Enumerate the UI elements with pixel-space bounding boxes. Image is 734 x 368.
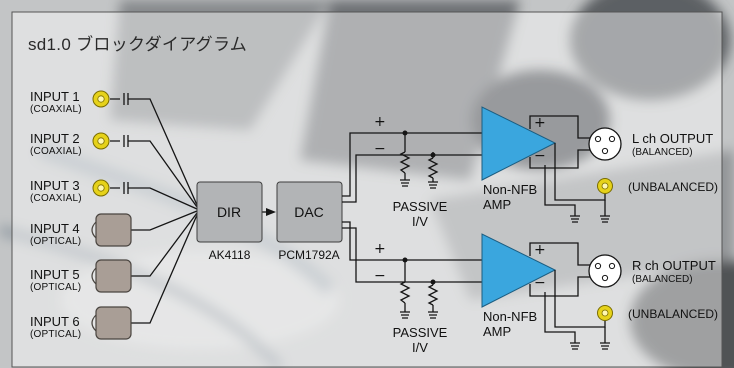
input-3-label: INPUT 3(COAXIAL) [30, 178, 82, 205]
input-6-label: INPUT 6(OPTICAL) [30, 314, 82, 341]
l-plus-sign: + [374, 114, 386, 130]
wire-r-plus [342, 221, 482, 261]
r-minus-sign: − [374, 268, 386, 284]
wire-r-minus [342, 227, 482, 283]
dac-block [276, 181, 343, 243]
dir-label: DIR [216, 204, 242, 220]
input-1-label: INPUT 1(COAXIAL) [30, 89, 82, 116]
diagram-title: sd1.0 ブロックダイアグラム [28, 35, 248, 54]
dac-chip-label: PCM1792A [278, 248, 340, 262]
wire-l-plus [342, 132, 482, 197]
amp-l-output-wiring [529, 115, 610, 223]
passive-iv-resistors [399, 151, 439, 306]
l-unbalanced-label: (UNBALANCED) [628, 180, 719, 194]
input-4-label: INPUT 4(OPTICAL) [30, 221, 82, 248]
r-plus-sign: + [374, 241, 386, 257]
input-wiring [110, 93, 268, 324]
amp-l-triangle [481, 106, 557, 181]
input-5-label: INPUT 5(OPTICAL) [30, 267, 82, 294]
amp-r-minus: − [534, 275, 546, 291]
optical-ports [91, 213, 132, 340]
wire-input-2 [110, 135, 198, 208]
amp-l-plus: + [534, 115, 546, 131]
r-output-label: R ch OUTPUT(BALANCED) [632, 258, 716, 286]
l-minus-sign: − [374, 141, 386, 157]
amp-l-minus: − [534, 148, 546, 164]
dir-chip-label: AK4118 [208, 248, 251, 262]
amp-r-plus: + [534, 242, 546, 258]
optical-port-icon [95, 259, 132, 293]
optical-port-icon [95, 213, 132, 247]
dir-block [196, 181, 263, 243]
l-output-label: L ch OUTPUT(BALANCED) [632, 131, 714, 159]
arrow-dir-dac [266, 208, 276, 216]
xlr-connector-icon [588, 127, 622, 161]
xlr-connector-l [588, 127, 622, 161]
wire-l-minus [342, 154, 482, 203]
dac-label: DAC [294, 204, 324, 220]
xlr-connector-icon [588, 254, 622, 288]
wire-input-3 [110, 182, 198, 210]
wire-input-1 [110, 93, 198, 206]
coaxial-jacks [92, 90, 110, 197]
optical-port-icon [95, 306, 132, 340]
amp-r-triangle [481, 233, 557, 308]
r-unbalanced-label: (UNBALANCED) [628, 307, 719, 321]
wire-input-5 [131, 212, 198, 277]
amp-r-output-wiring [529, 242, 610, 350]
wire-input-4 [131, 210, 198, 231]
wire-input-6 [131, 214, 198, 324]
input-2-label: INPUT 2(COAXIAL) [30, 131, 82, 158]
xlr-connector-r [588, 254, 622, 288]
